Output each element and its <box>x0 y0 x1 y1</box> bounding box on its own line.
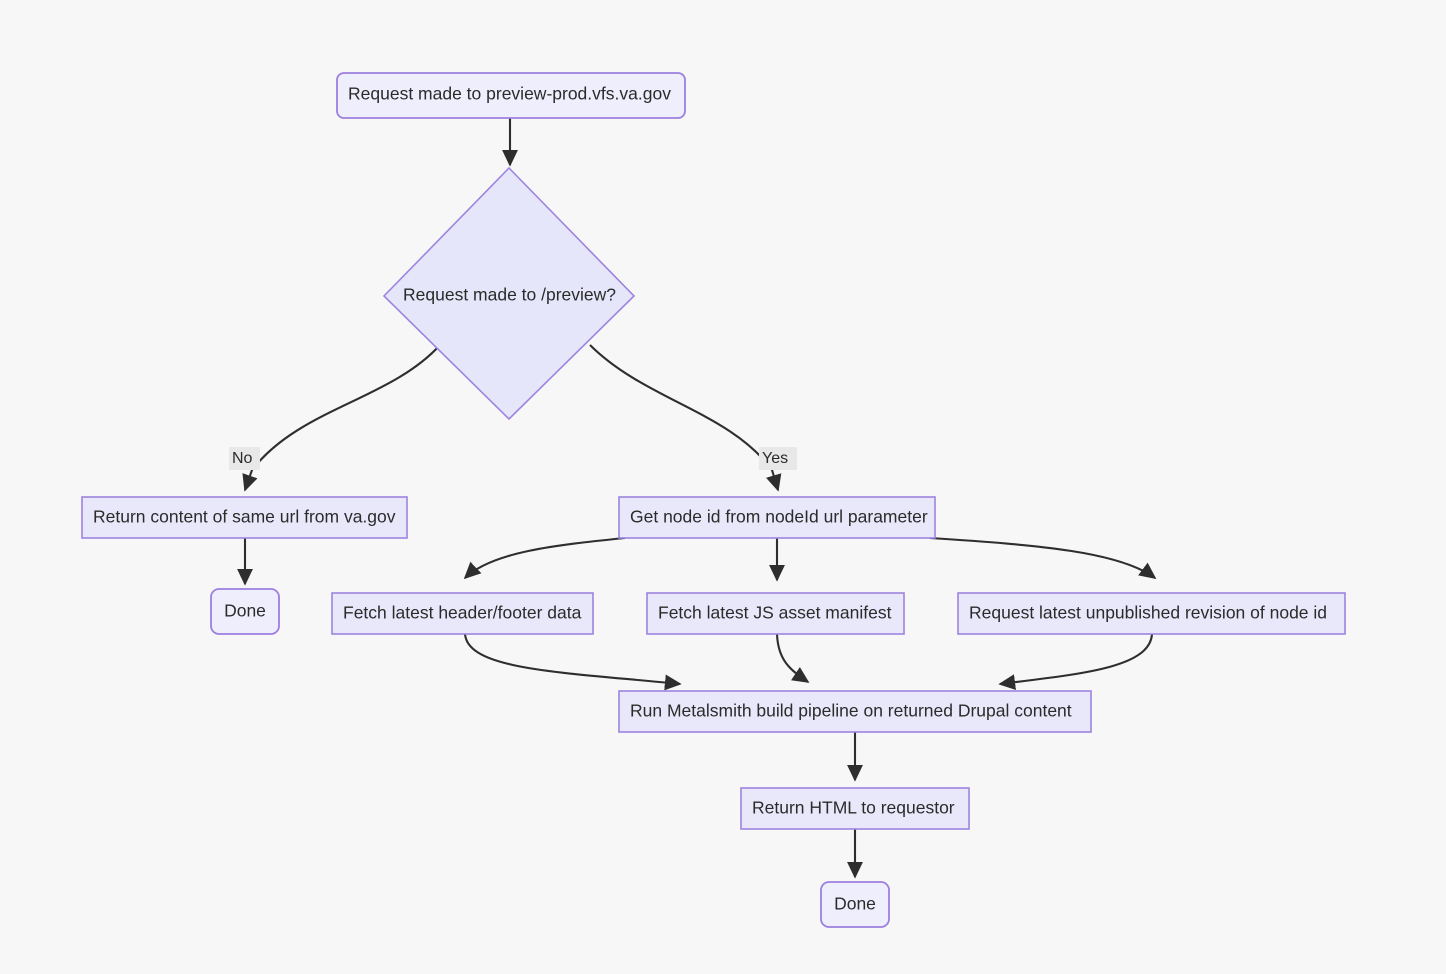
edge-jsmanifest-to-metalsmith <box>775 633 810 683</box>
node-start[interactable]: Request made to preview-prod.vfs.va.gov <box>336 72 686 119</box>
node-done-bottom[interactable]: Done <box>820 881 890 928</box>
node-request-revision[interactable]: Request latest unpublished revision of n… <box>957 592 1346 635</box>
edge-label-layer: No Yes <box>229 447 797 470</box>
node-return-same-url[interactable]: Return content of same url from va.gov <box>81 496 408 539</box>
node-fetch-header-footer[interactable]: Fetch latest header/footer data <box>331 592 594 635</box>
node-run-metalsmith-label: Run Metalsmith build pipeline on returne… <box>630 701 1072 721</box>
node-done-bottom-label: Done <box>834 894 876 914</box>
edge-nodeid-to-revision <box>929 536 1157 580</box>
edge-nodeid-to-headerfooter <box>463 536 626 580</box>
edge-decision-yes <box>589 344 782 492</box>
node-fetch-js-manifest-label: Fetch latest JS asset manifest <box>658 603 892 623</box>
node-return-same-url-label: Return content of same url from va.gov <box>93 507 396 527</box>
edge-decision-no <box>242 344 441 492</box>
node-request-revision-label: Request latest unpublished revision of n… <box>969 603 1327 623</box>
node-done-left-label: Done <box>224 601 266 621</box>
node-get-node-id[interactable]: Get node id from nodeId url parameter <box>618 496 936 539</box>
node-return-html-label: Return HTML to requestor <box>752 798 955 818</box>
node-decision[interactable]: Request made to /preview? <box>382 166 636 421</box>
node-fetch-header-footer-label: Fetch latest header/footer data <box>343 603 582 623</box>
edge-layer <box>237 118 1157 879</box>
node-decision-label: Request made to /preview? <box>403 285 616 305</box>
edge-label-no: No <box>229 447 260 470</box>
edge-label-no-text: No <box>232 450 253 467</box>
edge-label-yes-text: Yes <box>762 450 788 467</box>
node-done-left[interactable]: Done <box>210 588 280 635</box>
node-return-html[interactable]: Return HTML to requestor <box>740 787 970 830</box>
edge-headerfooter-to-metalsmith <box>463 633 682 691</box>
node-fetch-js-manifest[interactable]: Fetch latest JS asset manifest <box>646 592 905 635</box>
node-start-label: Request made to preview-prod.vfs.va.gov <box>348 84 671 104</box>
edge-label-yes: Yes <box>759 447 797 470</box>
node-get-node-id-label: Get node id from nodeId url parameter <box>630 507 928 527</box>
edge-revision-to-metalsmith <box>998 633 1154 691</box>
node-run-metalsmith[interactable]: Run Metalsmith build pipeline on returne… <box>618 690 1092 733</box>
